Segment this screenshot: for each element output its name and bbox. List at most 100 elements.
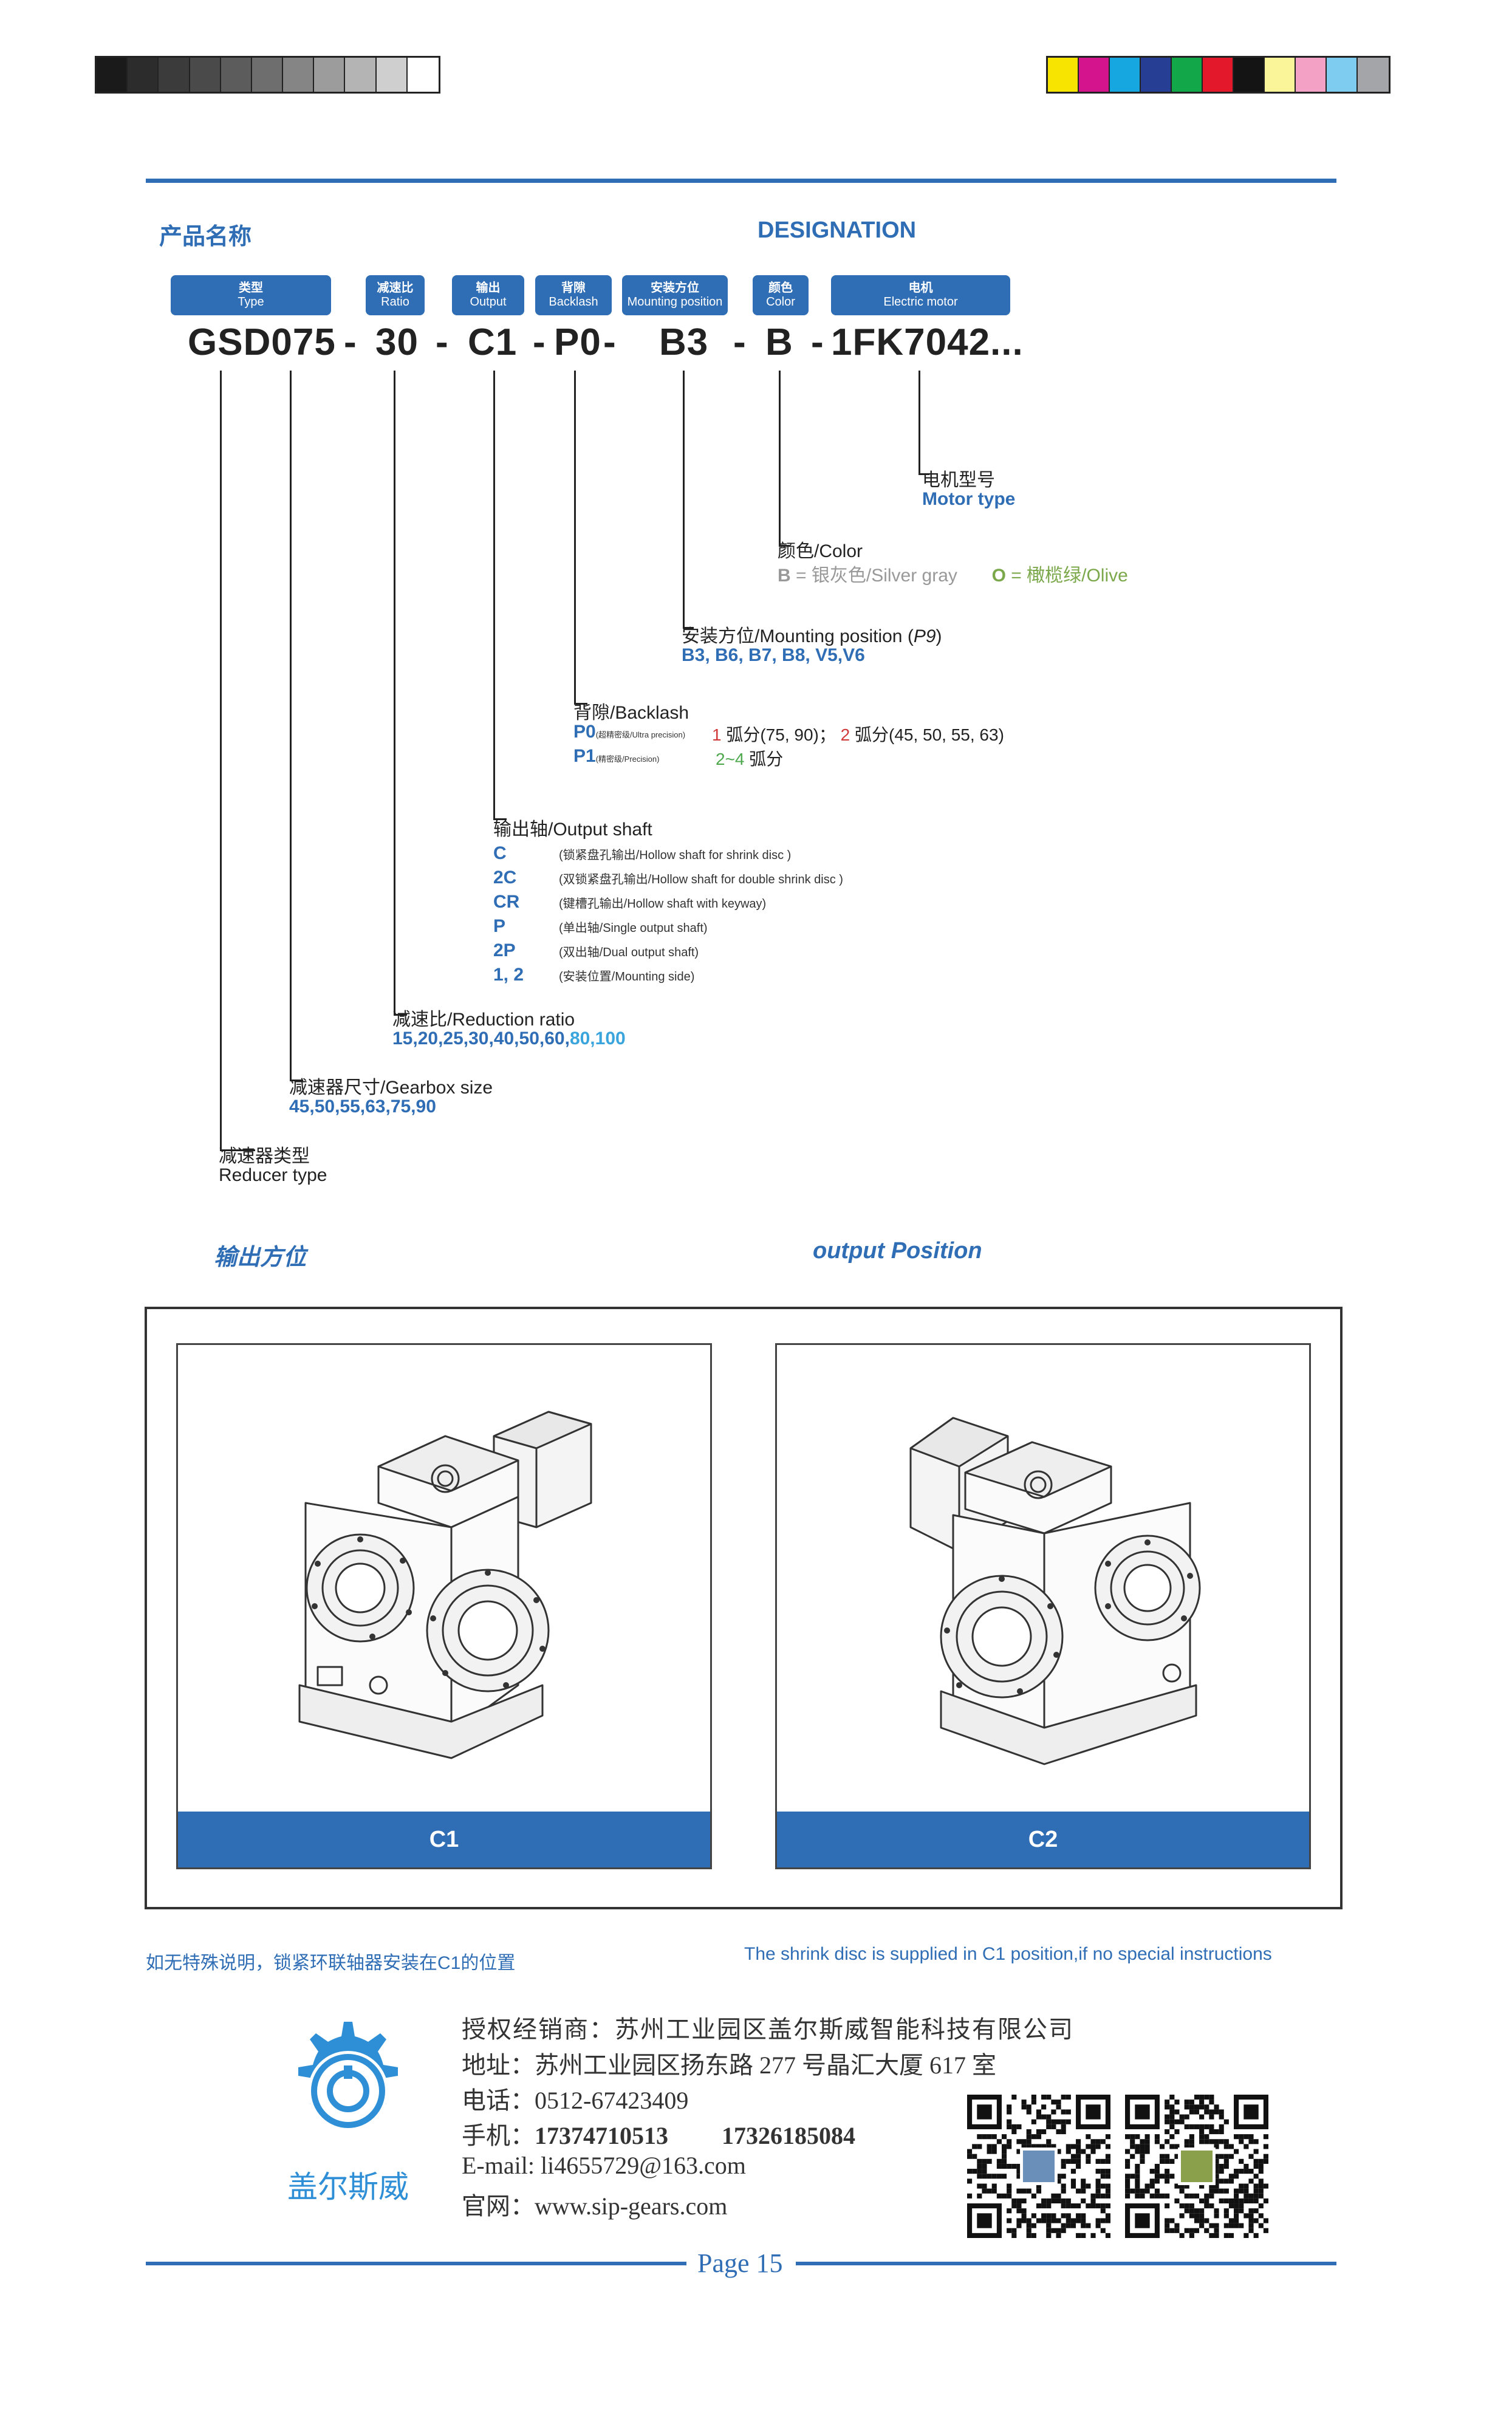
stub-backlash (574, 703, 587, 705)
output-shaft-option-key: 2C (493, 868, 517, 888)
backlash-p1-values: 2~4 弧分 (716, 750, 784, 768)
leader-motor (918, 371, 920, 475)
backlash-label: 背隙/Backlash (573, 703, 689, 723)
gray-swatch-9 (376, 58, 408, 92)
output-shaft-option-desc: (安装位置/Mounting side) (559, 970, 695, 984)
gearbox-c1-image (178, 1345, 710, 1812)
dealer-text: 授权经销商：苏州工业园区盖尔斯威智能科技有限公司 (462, 2016, 1074, 2043)
gray-calibration-strip (95, 56, 440, 94)
color-label: 颜色/Color (778, 541, 863, 561)
panel-c1-label: C1 (178, 1812, 710, 1867)
code-mount: B3 (659, 321, 709, 363)
gray-swatch-5 (251, 58, 284, 92)
backlash-p0-values: 1 弧分(75, 90)； 2 弧分(45, 50, 55, 63) (712, 725, 1004, 744)
output-shaft-option: P(单出轴/Single output shaft) (493, 916, 708, 940)
ratio-label: 减速比/Reduction ratio (392, 1010, 575, 1030)
mounting-values: B3, B6, B7, B8, V5,V6 (682, 645, 865, 665)
output-shaft-option-desc: (锁紧盘孔输出/Hollow shaft for shrink disc ) (559, 849, 792, 862)
output-shaft-option-key: CR (493, 892, 520, 912)
output-shaft-option-desc: (双锁紧盘孔输出/Hollow shaft for double shrink … (559, 873, 843, 886)
qr-code-1 (967, 2095, 1110, 2238)
leader-backlash (574, 371, 576, 705)
panel-c2: C2 (775, 1343, 1311, 1869)
output-position-frame (145, 1307, 1343, 1909)
output-shaft-option-desc: (键槽孔输出/Hollow shaft with keyway) (559, 897, 767, 911)
phone-text: 电话：0512-67423409 (462, 2087, 689, 2114)
color-swatch-8 (1296, 58, 1327, 92)
color-swatch-2 (1110, 58, 1141, 92)
type-label-zh: 减速器类型 (219, 1146, 310, 1166)
output-position-title-en: output Position (813, 1238, 982, 1264)
color-swatch-9 (1327, 58, 1358, 92)
stub-size (290, 1080, 303, 1081)
output-shaft-option: 2P(双出轴/Dual output shaft) (493, 940, 699, 965)
output-shaft-option-key: 2P (493, 940, 516, 960)
output-shaft-option-key: 1, 2 (493, 965, 524, 985)
output-shaft-option: 2C (双锁紧盘孔输出/Hollow shaft for double shrin… (493, 868, 843, 892)
backlash-p0: P0(超精密级/Ultra precision) (573, 722, 686, 742)
panel-c2-label: C2 (777, 1812, 1309, 1867)
gearbox-c2-image (777, 1345, 1309, 1812)
stub-motor (918, 473, 929, 475)
color-swatch-0 (1048, 58, 1079, 92)
code-sep-5: - (733, 321, 747, 363)
designation-title-zh: 产品名称 (159, 224, 252, 250)
top-rule (146, 179, 1336, 183)
email-text: E-mail: li4655729@163.com (462, 2152, 746, 2179)
gray-swatch-3 (190, 58, 221, 92)
leader-ratio (394, 371, 395, 1016)
company-logo-text: 盖尔斯威 (287, 2170, 409, 2204)
output-shaft-option-key: C (493, 843, 507, 863)
code-sep-2: - (436, 321, 449, 363)
type-label-en: Reducer type (219, 1165, 327, 1185)
gray-swatch-8 (345, 58, 377, 92)
address-text: 地址：苏州工业园区扬东路 277 号晶汇大厦 617 室 (462, 2052, 996, 2079)
leader-output (493, 371, 495, 820)
gray-swatch-6 (283, 58, 315, 92)
mounting-label: 安装方位/Mounting position (P9) (682, 626, 942, 646)
size-label: 减速器尺寸/Gearbox size (289, 1078, 493, 1098)
qr-code-2 (1125, 2095, 1268, 2238)
backlash-p1: P1(精密级/Precision) (573, 746, 660, 766)
footer-line-left (146, 2262, 686, 2265)
output-shaft-option-desc: (单出轴/Single output shaft) (559, 922, 708, 935)
output-shaft-option: C (锁紧盘孔输出/Hollow shaft for shrink disc ) (493, 843, 791, 868)
code-type: GSD075 (188, 321, 336, 363)
stub-color (779, 545, 790, 547)
motor-label-en: Motor type (922, 489, 1016, 509)
color-swatch-7 (1265, 58, 1296, 92)
gray-swatch-1 (128, 58, 159, 92)
output-shaft-option: CR (键槽孔输出/Hollow shaft with keyway) (493, 892, 766, 916)
size-values: 45,50,55,63,75,90 (289, 1097, 436, 1117)
code-sep-4: - (603, 321, 617, 363)
gray-swatch-4 (221, 58, 252, 92)
code-sep-1: - (344, 321, 357, 363)
code-ratio: 30 (375, 321, 419, 363)
color-swatch-6 (1234, 58, 1265, 92)
output-shaft-option: 1, 2 (安装位置/Mounting side) (493, 965, 694, 989)
code-output: C1 (468, 321, 518, 363)
ratio-values: 15,20,25,30,40,50,60,80,100 (392, 1028, 626, 1049)
code-sep-6: - (811, 321, 824, 363)
color-swatch-10 (1358, 58, 1389, 92)
leader-mount (683, 371, 685, 629)
color-swatch-5 (1203, 58, 1234, 92)
gray-swatch-2 (159, 58, 190, 92)
code-sep-3: - (533, 321, 546, 363)
website-text: 官网：www.sip-gears.com (462, 2192, 728, 2220)
leader-color (779, 371, 781, 547)
code-color: B (765, 321, 793, 363)
designation-title-en: DESIGNATION (758, 217, 917, 243)
color-swatch-3 (1141, 58, 1172, 92)
output-shaft-label: 输出轴/Output shaft (493, 820, 652, 840)
leader-type (220, 371, 222, 1151)
color-calibration-strip (1046, 56, 1391, 94)
